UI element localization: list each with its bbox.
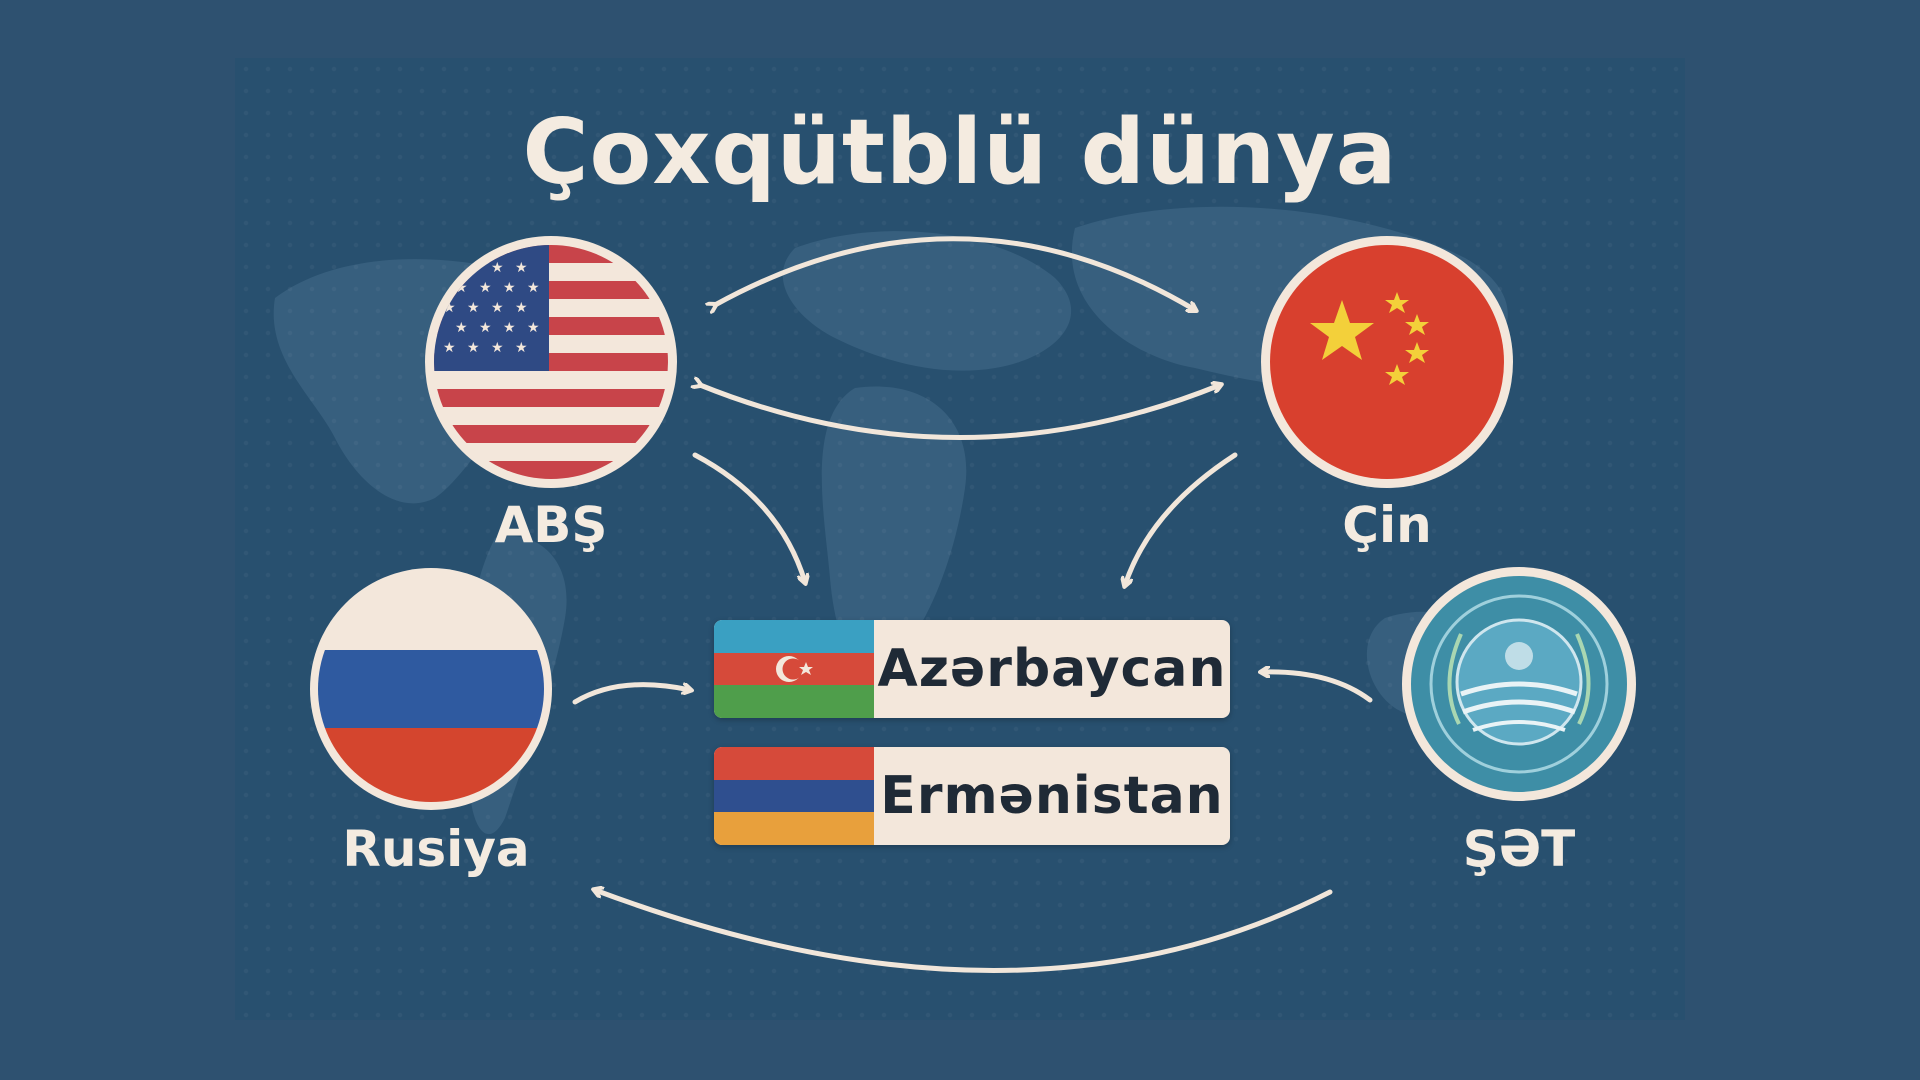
svg-text:★: ★: [527, 320, 540, 336]
arrow-usa-to-azerbaijan: [692, 452, 805, 582]
svg-text:★: ★: [455, 320, 468, 336]
svg-text:★: ★: [515, 300, 528, 316]
arrow-usa-china-top: [715, 236, 1195, 310]
flag-stripe: [714, 779, 874, 813]
svg-text:★: ★: [491, 300, 504, 316]
svg-text:★: ★: [503, 280, 516, 296]
arrow-sco-to-azerbaijan: [1262, 672, 1373, 703]
svg-text:★: ★: [443, 340, 456, 356]
arrow-sco-to-russia: [595, 890, 1333, 973]
flag-stripe: [714, 747, 874, 780]
sco-emblem-icon: [1402, 567, 1636, 801]
svg-text:★: ★: [479, 280, 492, 296]
svg-text:★: ★: [491, 260, 504, 276]
usa-flag-icon: ★★★★ ★★★★ ★★★★ ★★★★ ★★★★: [425, 236, 677, 488]
svg-text:★: ★: [467, 300, 480, 316]
svg-text:★: ★: [503, 320, 516, 336]
arrow-usa-china-bottom: [700, 385, 1220, 440]
flag-stripe: [714, 685, 874, 718]
arrow-russia-to-azerbaijan: [572, 682, 690, 705]
flag-stripe: [714, 812, 874, 845]
armenia-name: Ermənistan: [880, 766, 1224, 826]
svg-text:★: ★: [515, 340, 528, 356]
svg-text:★: ★: [491, 340, 504, 356]
crescent-star-icon: [776, 656, 813, 682]
china-label: Çin: [1342, 496, 1432, 554]
sco-label: ŞƏT: [1462, 820, 1576, 878]
svg-text:★: ★: [479, 320, 492, 336]
armenia-card: Ermənistan: [714, 747, 1230, 845]
armenia-flag-icon: [714, 747, 874, 845]
russia-flag-icon: [310, 568, 552, 810]
svg-text:★: ★: [443, 260, 456, 276]
flag-stripe: [714, 620, 874, 653]
usa-label: ABŞ: [494, 496, 608, 554]
svg-text:★: ★: [515, 260, 528, 276]
diagram-title: Çoxqütblü dünya: [522, 100, 1398, 205]
svg-text:★: ★: [527, 280, 540, 296]
azerbaijan-flag-icon: [714, 620, 874, 718]
china-flag-icon: [1261, 236, 1513, 488]
svg-text:★: ★: [467, 340, 480, 356]
arrow-china-to-azerbaijan: [1125, 452, 1238, 585]
russia-label: Rusiya: [342, 820, 530, 878]
azerbaijan-name: Azərbaycan: [877, 639, 1227, 699]
azerbaijan-card: Azərbaycan: [714, 620, 1230, 718]
